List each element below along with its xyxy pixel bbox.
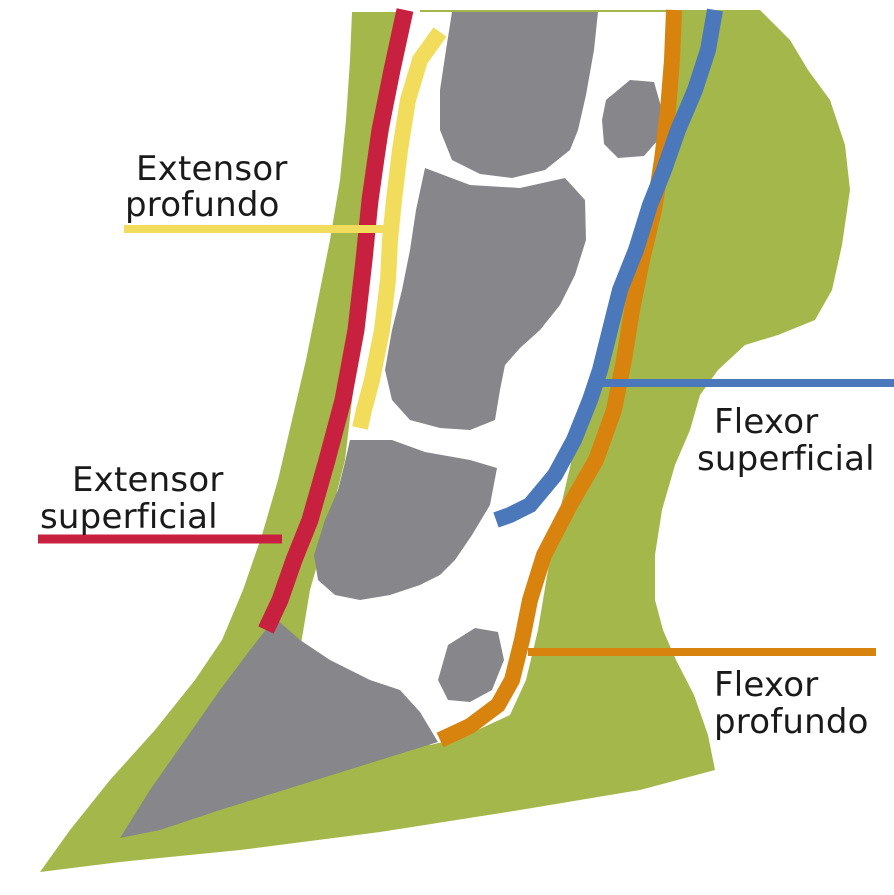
flexor-profundo-label-line2: profundo xyxy=(714,705,869,739)
flexor-profundo-label-line1: Flexor xyxy=(714,668,818,702)
flexor-superficial-label-line2: superficial xyxy=(697,442,875,476)
extensor-superficial-label-line2: superficial xyxy=(40,500,218,534)
flexor-superficial-label-line1: Flexor xyxy=(714,405,818,439)
extensor-superficial-label-line1: Extensor xyxy=(72,463,224,497)
extensor-profundo-label-line1: Extensor xyxy=(136,152,288,186)
extensor-profundo-label-line2: profundo xyxy=(125,188,280,222)
